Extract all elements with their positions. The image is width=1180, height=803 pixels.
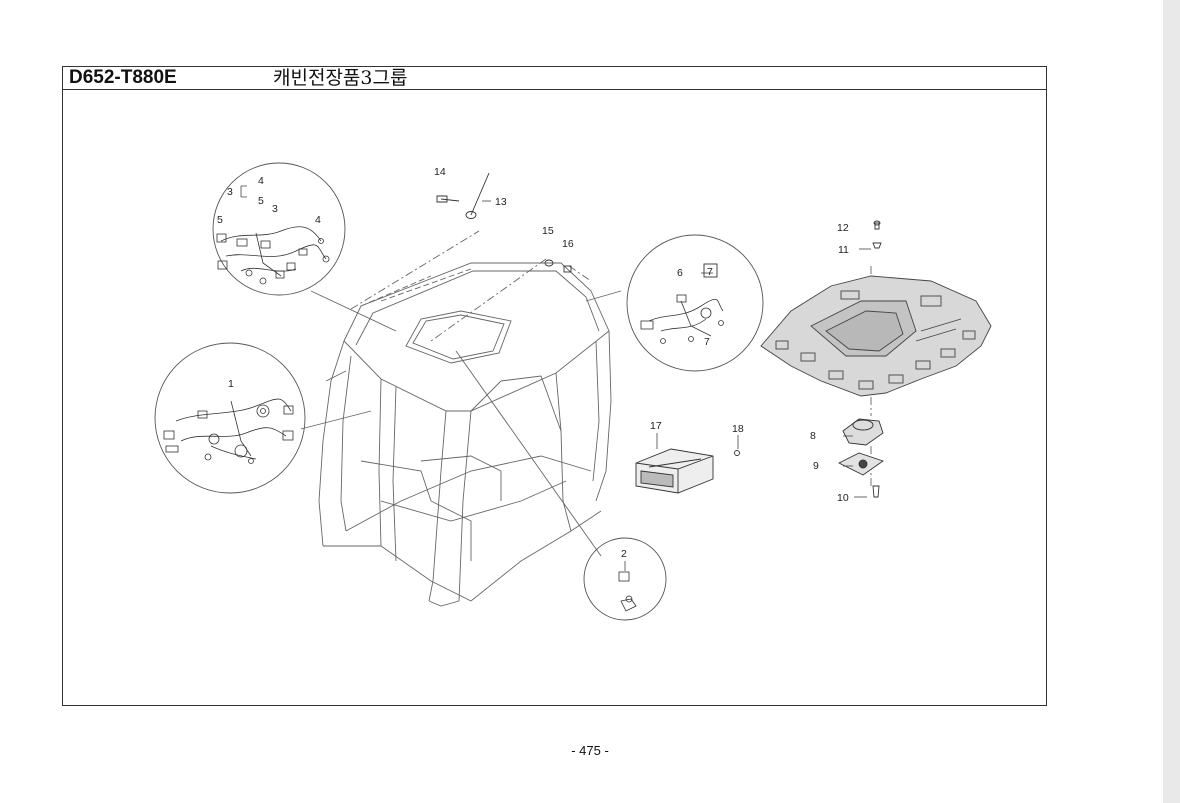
detail-circle-harness-1 <box>154 342 306 494</box>
callouts: 1 2 3 3 4 4 5 5 6 7 7 8 9 10 11 12 13 14… <box>217 166 849 560</box>
callout-10: 10 <box>837 492 849 504</box>
callout-14: 14 <box>434 166 446 178</box>
title-bar: D652-T880E 캐빈전장품3그룹 <box>63 67 1046 90</box>
detail-circle-harness-6 <box>626 234 764 372</box>
callout-9: 9 <box>813 460 819 472</box>
callout-11: 11 <box>838 244 849 256</box>
callout-4: 4 <box>315 214 321 226</box>
callout-1: 1 <box>228 378 234 390</box>
callout-13: 13 <box>495 196 507 208</box>
callout-6: 6 <box>677 267 683 279</box>
callout-17: 17 <box>650 420 662 432</box>
callout-3: 3 <box>272 203 278 215</box>
scan-edge-strip <box>1163 0 1180 803</box>
parts-drawing: 1 2 3 3 4 4 5 5 6 7 7 8 9 10 11 12 13 14… <box>154 162 992 621</box>
detail-circle-part-2 <box>583 537 667 621</box>
callout-2: 2 <box>621 548 627 560</box>
callout-8: 8 <box>810 430 816 442</box>
callout-4: 4 <box>258 175 264 187</box>
headliner <box>760 275 992 397</box>
page-number: - 475 - <box>571 743 609 758</box>
speaker-assembly <box>837 220 884 498</box>
callout-18: 18 <box>732 423 744 435</box>
model-code: D652-T880E <box>69 67 177 88</box>
callout-7: 7 <box>707 266 713 278</box>
radio-unit <box>635 448 740 494</box>
page-title: 캐빈전장품3그룹 <box>273 67 408 89</box>
callout-7: 7 <box>704 336 710 348</box>
cab-frame <box>318 262 612 607</box>
callout-5: 5 <box>217 214 223 226</box>
detail-circle-harness-3 <box>212 162 346 296</box>
callout-3: 3 <box>227 186 233 198</box>
callout-5: 5 <box>258 195 264 207</box>
diagram-frame: D652-T880E 캐빈전장품3그룹 <box>62 66 1047 706</box>
callout-12: 12 <box>837 222 849 234</box>
callout-15: 15 <box>542 225 554 237</box>
callout-16: 16 <box>562 238 574 250</box>
